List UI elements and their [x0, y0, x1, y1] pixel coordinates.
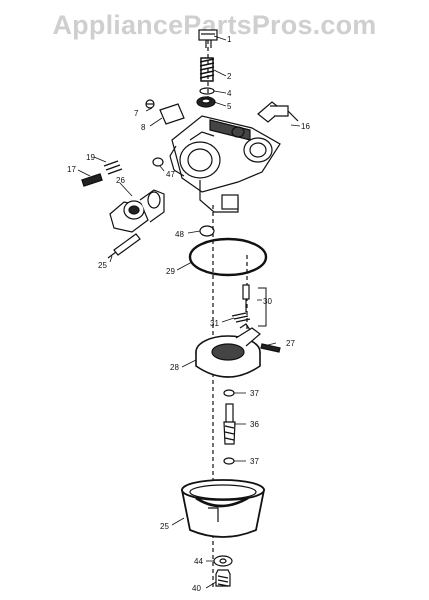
- part-inlet-needle: [242, 284, 267, 327]
- part-plug: [152, 157, 164, 167]
- callout-26: 26: [116, 176, 125, 185]
- callout-29: 29: [166, 267, 175, 276]
- callout-5: 5: [227, 102, 232, 111]
- part-plate: [145, 99, 185, 125]
- part-screw-upper: [107, 233, 141, 259]
- part-grommet-hole: [201, 98, 211, 104]
- callout-28: 28: [170, 363, 179, 372]
- callout-2: 2: [227, 72, 232, 81]
- part-spring: [199, 57, 215, 82]
- part-float-bowl: [180, 479, 266, 538]
- leader-lines: [77, 35, 301, 589]
- part-float-pin: [231, 312, 251, 323]
- part-float: [195, 323, 261, 378]
- part-main-jet: [223, 403, 236, 445]
- part-gasket: [188, 237, 268, 277]
- callout-labels: 1 2 4 5 7 8 16 17 19 26 47 25 48 29 30 3…: [67, 35, 310, 593]
- callout-8: 8: [141, 123, 146, 132]
- callout-25-lower: 25: [160, 522, 169, 531]
- callout-48: 48: [175, 230, 184, 239]
- callout-40: 40: [192, 584, 201, 593]
- callout-25-upper: 25: [98, 261, 107, 270]
- callout-1: 1: [227, 35, 232, 44]
- callout-31: 31: [210, 319, 219, 328]
- callout-7: 7: [134, 109, 139, 118]
- part-choke-shaft: [109, 189, 165, 233]
- part-bowl-nut: [215, 569, 231, 587]
- part-oring-a: [223, 389, 235, 397]
- callout-36: 36: [250, 420, 259, 429]
- callout-4: 4: [227, 89, 232, 98]
- callout-27: 27: [286, 339, 295, 348]
- callout-37-lower: 37: [250, 457, 259, 466]
- callout-30: 30: [263, 297, 272, 306]
- callout-16: 16: [301, 122, 310, 131]
- part-hinge-pin: [260, 343, 281, 353]
- callout-17: 17: [67, 165, 76, 174]
- callout-44: 44: [194, 557, 203, 566]
- part-carburetor-body: [169, 115, 281, 213]
- part-washer-bowl: [213, 555, 233, 567]
- callout-37-upper: 37: [250, 389, 259, 398]
- part-primer-cap: [198, 29, 218, 48]
- part-idle-screw: [81, 160, 123, 187]
- part-washer: [199, 87, 215, 95]
- callout-47: 47: [166, 170, 175, 179]
- callout-19: 19: [86, 153, 95, 162]
- part-elbow: [257, 101, 299, 123]
- part-oring-b: [223, 457, 235, 465]
- part-oring-small: [199, 225, 215, 237]
